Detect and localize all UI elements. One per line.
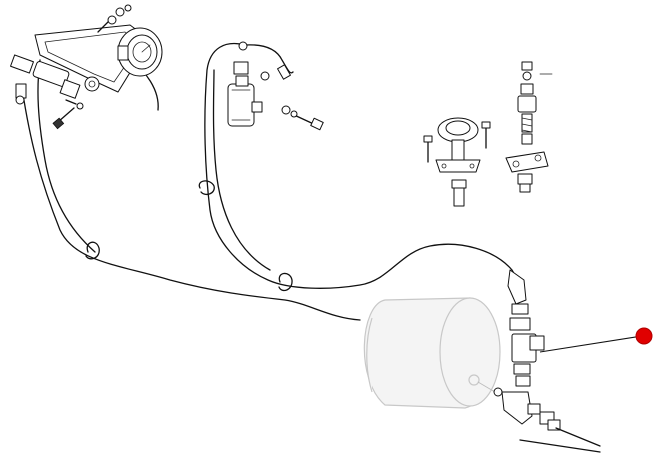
- callout: [539, 327, 653, 353]
- hydraulic-lines: [21, 43, 601, 453]
- solenoid-valve: [227, 41, 324, 131]
- hose-clips: [85, 180, 293, 292]
- gauge-assembly: [10, 4, 163, 130]
- sender-assembly: [423, 117, 491, 207]
- valve-block: [493, 269, 601, 447]
- pressure-tank: [363, 297, 501, 409]
- highlighted-part-marker[interactable]: [635, 327, 653, 345]
- callout-leader-line: [539, 335, 643, 353]
- pressure-switch: [505, 61, 553, 193]
